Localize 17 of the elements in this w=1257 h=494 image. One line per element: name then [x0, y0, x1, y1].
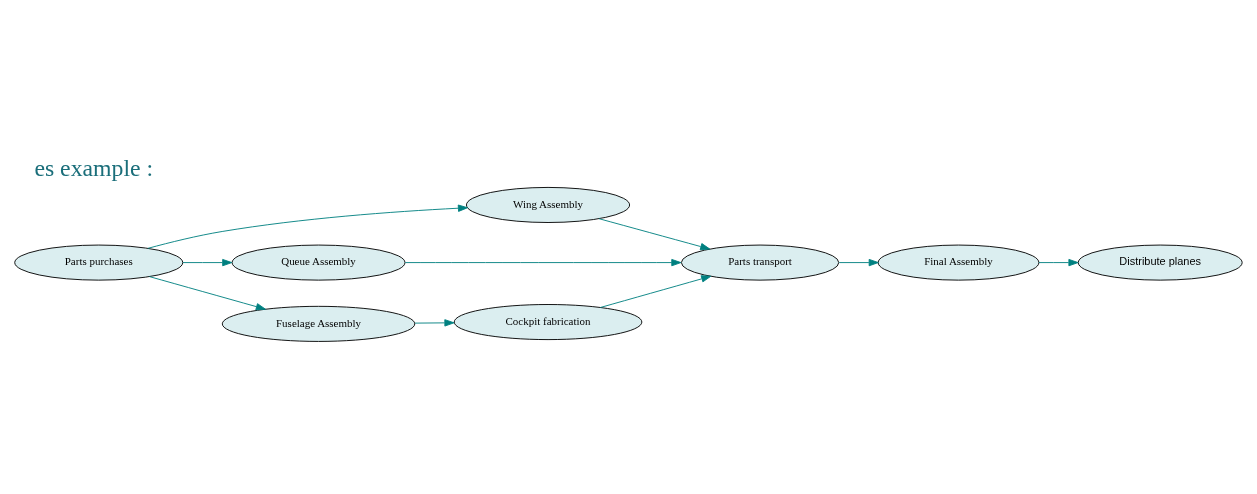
arrow [1038, 258, 1079, 266]
node-ellipse: Wing Assembly [466, 186, 631, 223]
node-ellipse: Final Assembly [877, 244, 1040, 281]
node-ellipse: Distribute planes [1077, 244, 1243, 281]
arrow [414, 318, 455, 327]
arrow [404, 258, 682, 266]
arrow [182, 258, 233, 266]
node-ellipse: Fuselage Assembly [221, 305, 416, 342]
diagram-title: es example : [34, 154, 154, 181]
arrow [148, 275, 266, 310]
node-ellipse: Queue Assembly [231, 244, 406, 281]
node-ellipse: Parts purchases [14, 244, 184, 281]
arrow [598, 217, 711, 250]
arrow [147, 204, 468, 249]
node-ellipse: Cockpit fabrication [453, 303, 643, 340]
arrow [838, 258, 879, 266]
arrow [599, 274, 712, 308]
